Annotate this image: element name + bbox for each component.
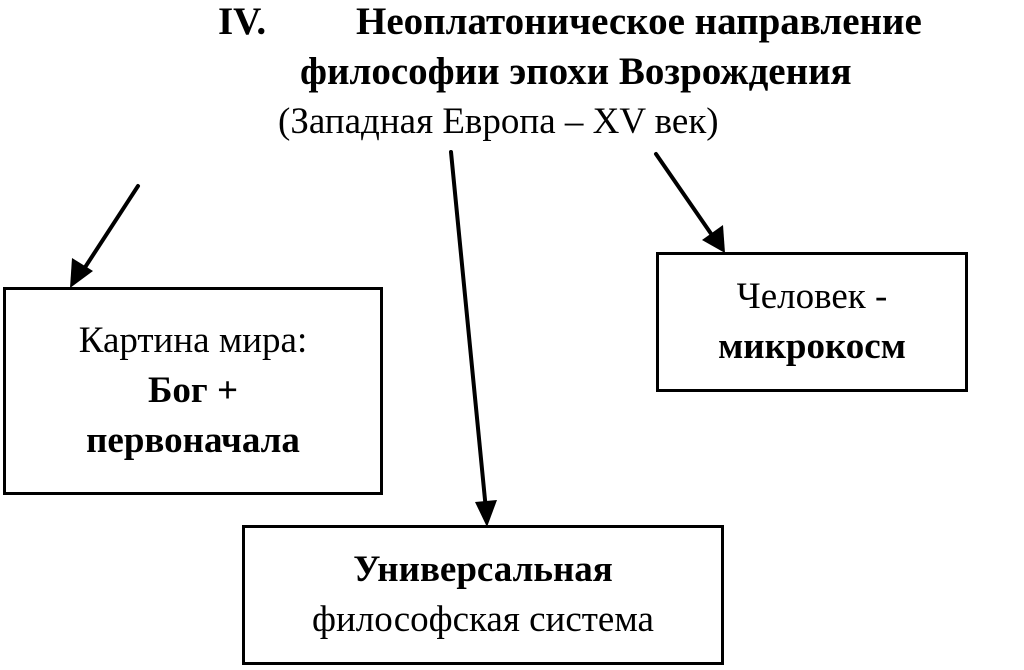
human-microcosm-box: Человек - микрокосм [656, 252, 968, 392]
arrow-to-system-line [449, 150, 488, 512]
arrow-to-system-head [475, 500, 497, 527]
section-numeral: IV. [218, 0, 267, 43]
arrow-to-human-head [702, 225, 725, 253]
page-subtitle: (Западная Европа – XV век) [278, 101, 719, 142]
world-box-line-2: Бог + [147, 370, 239, 411]
arrow-to-world-head [70, 258, 93, 288]
world-picture-box: Картина мира: Бог + первоначала [3, 287, 383, 495]
system-box-line-1: Универсальная [353, 549, 613, 590]
arrow-to-world-line [80, 184, 140, 274]
system-box-line-2: философская система [312, 599, 654, 640]
world-box-line-3: первоначала [86, 420, 300, 461]
human-box-line-1: Человек - [736, 276, 888, 317]
human-box-line-2: микрокосм [718, 326, 906, 367]
page-title-line-2: философии эпохи Возрождения [300, 50, 852, 93]
world-box-line-1: Картина мира: [78, 320, 308, 361]
page-title-line-1: Неоплатоническое направление [356, 0, 922, 43]
arrow-to-human-line [654, 152, 716, 240]
universal-system-box: Универсальная философская система [242, 525, 724, 665]
